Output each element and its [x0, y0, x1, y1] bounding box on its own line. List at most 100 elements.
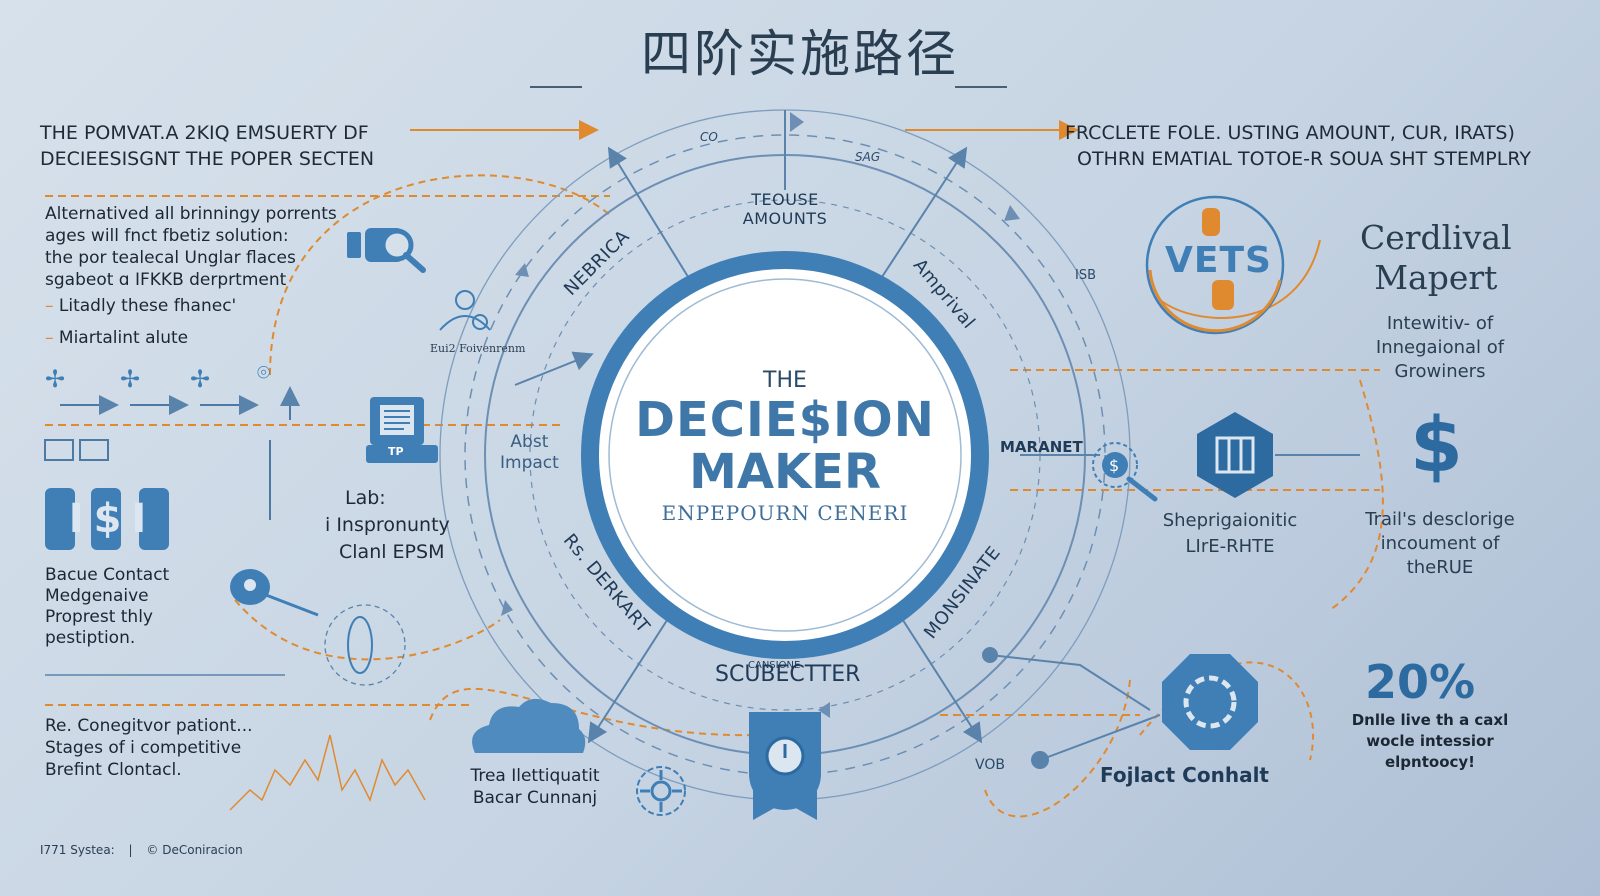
- ring-arrows: [501, 112, 1020, 718]
- ring-label-top-1: TEOUSE: [751, 190, 819, 209]
- coins-label: I$I: [68, 496, 157, 542]
- octagon-badge-icon: [1162, 654, 1258, 750]
- center-ring-inner: [608, 278, 962, 632]
- ring-label-top-2: AMOUNTS: [742, 209, 828, 228]
- left-fan-row: [44, 386, 300, 520]
- lab-block: Lab: i Inspronunty Clanl EPSM: [325, 485, 450, 566]
- center-label: THE DECIE$ION MAKER ENPEPOURN CENERI: [585, 368, 985, 525]
- left-description: Alternatived all brinningy porrents ages…: [45, 203, 337, 349]
- center-the: THE: [763, 368, 807, 393]
- top-left-line1: THE POMVAT.A 2KIQ EMSUERTY DF: [40, 122, 369, 144]
- ring-small-right: ISB: [1075, 268, 1097, 283]
- intewitiv-line-1: Intewitiv- of: [1386, 313, 1494, 334]
- zigzag-chart: [229, 734, 426, 811]
- gear-icon: [636, 766, 686, 816]
- cerdlival-heading: Cerdlival Mapert: [1360, 218, 1512, 298]
- competitor-line-2: Stages of i competitive: [45, 738, 242, 758]
- percent-caption-3: elpntoocy!: [1384, 753, 1476, 771]
- shield-outline-icon: [324, 604, 406, 686]
- top-right-line2: OTHRN EMATIAL TOTOE-R SOUA SHT STEMPLRY: [1077, 148, 1531, 170]
- hub-icon: [1145, 195, 1285, 335]
- ring-label-bottom-small: CANSIONE: [748, 660, 801, 671]
- footer-right: © DeConiracion: [146, 843, 243, 857]
- left-line-2: ages will fnct fbetiz solution:: [45, 226, 289, 246]
- tp-label: TP: [388, 445, 404, 458]
- intewitiv-line-3: Growiners: [1394, 361, 1486, 382]
- left-bullet-2: – Miartalint alute: [45, 328, 189, 348]
- page-title: 四阶实施路径: [641, 25, 959, 83]
- footer-left: I771 Systea:: [40, 843, 115, 857]
- percent-value: 20%: [1365, 655, 1476, 709]
- radial-spokes: [514, 110, 1100, 744]
- contact-line-2: Medgenaive: [45, 586, 149, 606]
- fan-icon: ✢: [45, 365, 66, 393]
- intewitiv-line-2: Innegaional of: [1375, 337, 1505, 358]
- trails-block: Trail's desclorige incoument of theRUE: [1345, 508, 1535, 580]
- ring-label-left-2: Impact: [500, 453, 559, 473]
- fove-caption: Eui2 Foivenrenm: [430, 342, 526, 355]
- trails-line-3: theRUE: [1406, 557, 1474, 578]
- contact-line-4: pestiption.: [45, 628, 136, 648]
- shepri-block: Sheprigaionitic LIrE-RHTE: [1145, 508, 1315, 560]
- blue-connectors: [982, 454, 1360, 769]
- intewitiv-block: Intewitiv- of Innegaional of Growiners: [1365, 312, 1515, 384]
- cloud-caption-1: Trea Ilettiquatit: [470, 766, 600, 786]
- cloud-caption-2: Bacar Cunnanj: [472, 788, 598, 808]
- ring-label-top: TEOUSE AMOUNTS: [735, 190, 835, 228]
- ring-label-bottom: SCUBECTTER: [715, 662, 861, 687]
- center-line2: MAKER: [689, 444, 881, 500]
- footer-divider: |: [128, 843, 133, 857]
- vob-label: VOB: [975, 757, 1005, 773]
- fan-icon: ✢: [190, 365, 211, 393]
- competitor-line-3: Brefint Clontacl.: [45, 760, 182, 780]
- ring-small-top-a: CO: [700, 130, 718, 144]
- title-rule-right: [955, 86, 1007, 88]
- top-left-line2: DECIEESISGNT THE POPER SECTEN: [40, 148, 375, 170]
- ring-label-left-1: Abst: [510, 432, 549, 452]
- shepri-line-2: LIrE-RHTE: [1185, 536, 1275, 557]
- left-line-1: Alternatived all brinningy porrents: [45, 204, 337, 224]
- top-right-heading: FRCCLETE FOLE. USTING AMOUNT, CUR, IRATS…: [1065, 120, 1531, 172]
- percent-caption: Dnlle live th a caxl wocle intessior elp…: [1345, 710, 1515, 773]
- cerdlival-line-2: Mapert: [1374, 258, 1498, 297]
- cloud-caption: Trea Ilettiquatit Bacar Cunnanj: [460, 765, 610, 809]
- document-icon: TP: [366, 395, 438, 465]
- cloud-icon: [472, 698, 586, 753]
- pin-icon: [230, 569, 319, 617]
- competitor-line-1: Re. Conegitvor pationt...: [45, 716, 253, 736]
- ring-small-top-b: SAG: [855, 150, 881, 164]
- center-ring-outer: [581, 251, 989, 659]
- title-rule-left: [530, 86, 582, 88]
- dollar-icon: $: [1410, 400, 1463, 489]
- center-line1: DECIE$ION: [635, 392, 935, 448]
- camera-icon: [347, 228, 426, 273]
- percent-caption-2: wocle intessior: [1366, 732, 1494, 750]
- badge-icon: [749, 712, 821, 820]
- contact-line-1: Bacue Contact: [45, 565, 170, 585]
- pin-small-icon: ⌾: [257, 361, 271, 386]
- percent-caption-1: Dnlle live th a caxl: [1351, 711, 1509, 729]
- trails-line-1: Trail's desclorige: [1365, 509, 1515, 530]
- lab-line-2: i Inspronunty: [325, 514, 450, 536]
- svg-text:$: $: [1109, 456, 1119, 475]
- contact-block: Bacue Contact Medgenaive Proprest thly p…: [45, 565, 169, 649]
- left-line-4: sgabeot ɑ IFKKB derprtment: [45, 270, 287, 290]
- ring-label-right: MARANET: [1000, 438, 1083, 456]
- contact-line-3: Proprest thly: [45, 607, 153, 627]
- left-bullet-1: – Litadly these fhanec': [45, 296, 237, 316]
- top-left-heading: THE POMVAT.A 2KIQ EMSUERTY DF DECIEESISG…: [40, 120, 374, 172]
- magnifier-icon: $: [1092, 442, 1158, 502]
- footer: I771 Systea: | © DeConiracion: [40, 843, 243, 857]
- cerdlival-line-1: Cerdlival: [1360, 218, 1512, 257]
- left-line-3: the por tealecal Unglar flaces: [45, 248, 296, 268]
- lab-line-3: Clanl EPSM: [339, 541, 445, 563]
- fan-icon: ✢: [120, 365, 141, 393]
- coins-icon: I$I: [45, 488, 180, 552]
- top-right-line1: FRCCLETE FOLE. USTING AMOUNT, CUR, IRATS…: [1065, 122, 1515, 144]
- hexagon-icon: [1197, 412, 1273, 498]
- trails-line-2: incoument of: [1380, 533, 1500, 554]
- competitor-block: Re. Conegitvor pationt... Stages of i co…: [45, 715, 253, 781]
- shepri-line-1: Sheprigaionitic: [1162, 510, 1298, 531]
- fojlact-label: Fojlact Conhalt: [1100, 763, 1269, 787]
- center-sub: ENPEPOURN CENERI: [661, 501, 909, 525]
